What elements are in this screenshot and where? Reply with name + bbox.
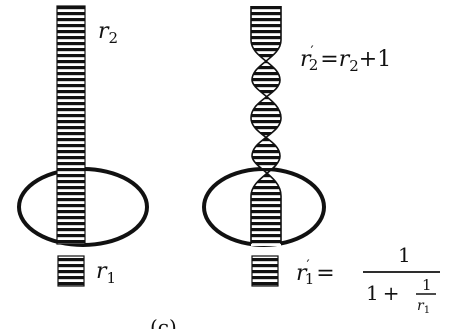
right-twisted-ribbon [251,6,281,246]
left-bottom-label: r1 [96,259,116,287]
left-panel: r2 r1 [17,5,149,287]
right-ribbon-edge-a [250,6,281,244]
left-top-label: r2 [98,19,118,47]
right-ribbon-lower-stub [252,256,278,286]
figure-caption: (c) [150,315,177,329]
bottom-eq-inner-denominator: r1 [417,298,430,316]
right-panel: r′2=r2+1 r′1= 1 1+ 1 r1 [202,6,440,316]
right-bottom-equation: r′1= 1 1+ 1 r1 [296,243,440,316]
bottom-eq-inner-numerator: 1 [422,276,432,294]
left-ribbon-lower-stub [58,256,84,286]
right-top-equation: r′2=r2+1 [300,44,391,75]
bottom-eq-numerator: 1 [398,243,411,267]
svg-text:r′1=: r′1= [296,258,335,288]
right-ribbon-edge-b [251,6,282,244]
left-ribbon [57,6,85,244]
bottom-eq-denominator: 1+ [366,281,400,305]
